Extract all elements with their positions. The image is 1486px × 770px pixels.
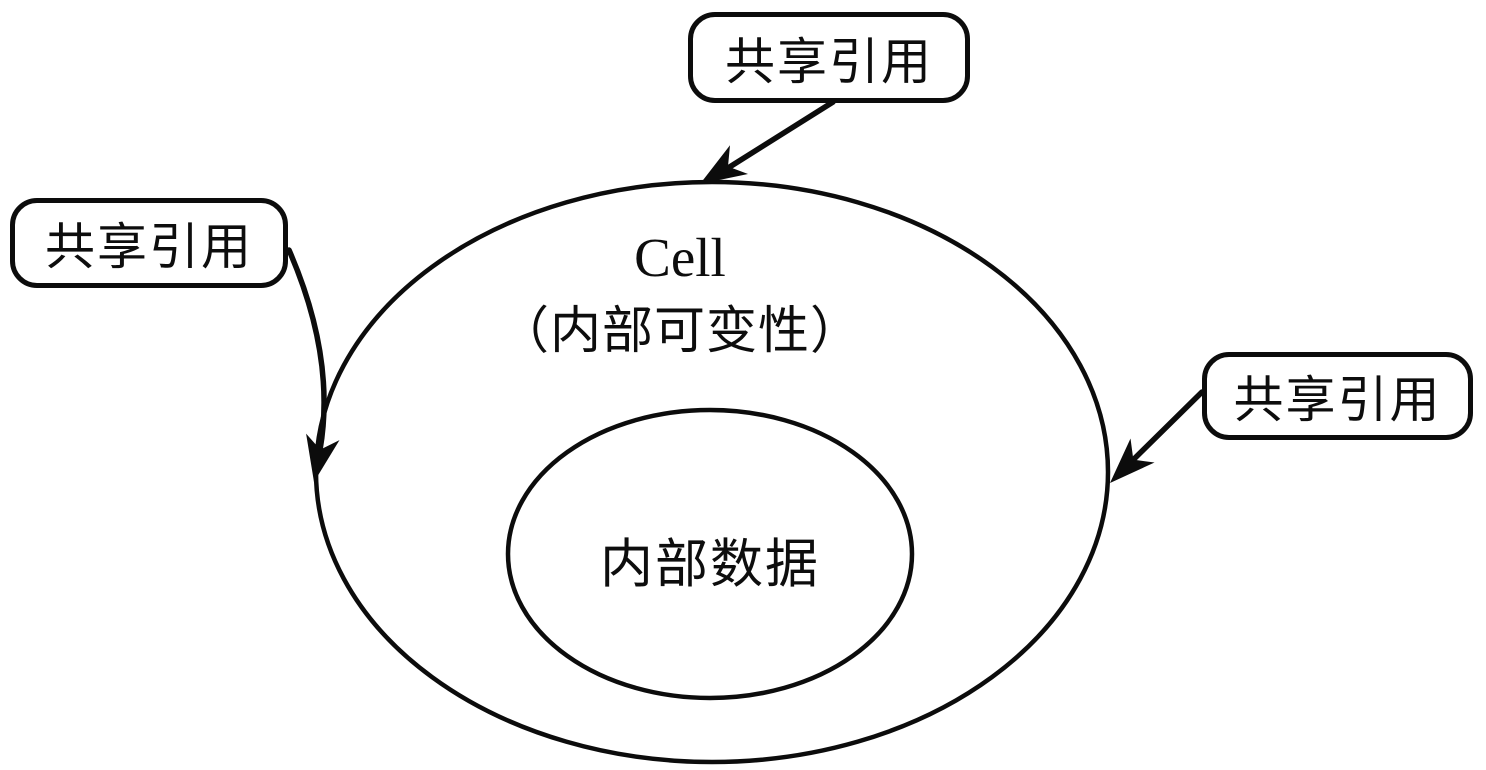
callout-right-label: 共享引用 <box>1233 372 1442 428</box>
arrow-left-head <box>306 433 340 482</box>
callout-shared-reference-left: 共享引用 <box>10 198 288 288</box>
arrow-right-line <box>1130 389 1205 463</box>
inner-data-ellipse-shape <box>505 407 915 701</box>
inner-ellipse-label: 内部数据 <box>600 536 820 594</box>
arrow-right-head <box>1110 438 1155 483</box>
cell-subtitle: （内部可变性） <box>497 304 862 360</box>
outer-ellipse-label: Cell （内部可变性） <box>400 230 960 358</box>
callout-left-label: 共享引用 <box>45 219 253 275</box>
callout-shared-reference-top: 共享引用 <box>688 12 970 103</box>
callout-top-label: 共享引用 <box>725 33 933 90</box>
arrow-right-icon <box>1110 389 1205 483</box>
arrow-top-head <box>700 145 749 184</box>
arrow-top-icon <box>700 99 836 184</box>
arrow-left-icon <box>286 247 340 482</box>
arrow-top-line <box>725 99 836 171</box>
arrow-left-line <box>286 247 327 453</box>
callout-shared-reference-right: 共享引用 <box>1202 352 1473 440</box>
cell-title: Cell <box>634 227 726 288</box>
